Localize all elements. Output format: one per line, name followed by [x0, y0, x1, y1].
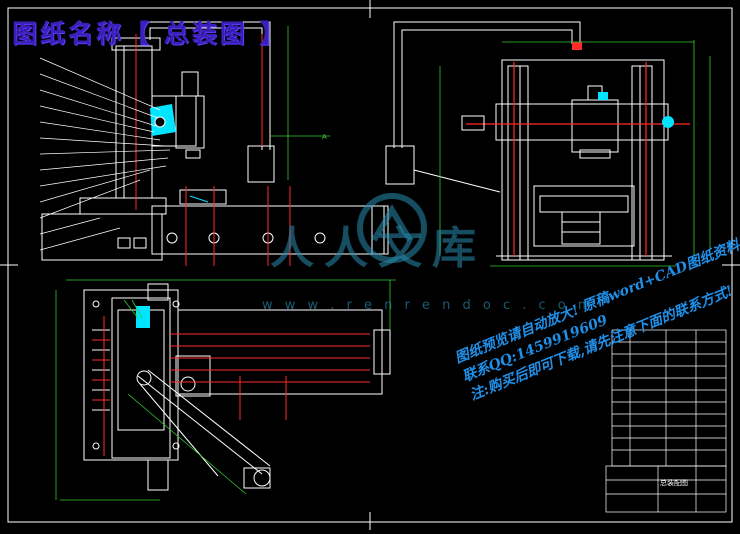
spindle-clamp-bolt [154, 116, 166, 128]
top-slide-hub [180, 376, 196, 392]
parts-table-frame [611, 329, 727, 467]
beam-end-right [662, 116, 674, 128]
watermark-ring [357, 193, 427, 263]
top-table-end [373, 329, 391, 375]
top-leader-2 [131, 299, 143, 319]
watermark-brand: 人人文库 [270, 223, 486, 274]
side-center-lines [466, 62, 690, 256]
arm-end-block [243, 467, 271, 489]
leader-5 [39, 121, 161, 141]
arm-edge-3 [139, 383, 219, 477]
table-bolt-4 [314, 232, 326, 244]
beam-end-left [461, 115, 485, 131]
side-table [533, 185, 635, 247]
title-block-label: 总装配图 [660, 479, 688, 487]
top-spindle-accent [136, 306, 150, 328]
top-column [111, 297, 171, 459]
top-handwheel-bottom [147, 459, 169, 491]
arm-pivot [136, 370, 152, 386]
cable-pipe-outer [141, 21, 271, 150]
front-dimensions [270, 26, 330, 180]
side-table-top [539, 195, 629, 213]
base-slot-2 [133, 237, 147, 249]
side-motor-accent [598, 92, 608, 100]
leader-11 [39, 179, 141, 219]
top-bolt-1 [92, 300, 100, 308]
base-slot-1 [117, 237, 131, 249]
leader-4 [39, 105, 155, 133]
watermark-logo [357, 193, 427, 263]
top-center-lines [92, 316, 370, 456]
side-fixture [561, 211, 601, 245]
top-dimensions [55, 279, 396, 501]
arm-dim [127, 393, 247, 495]
spindle-box [175, 95, 205, 149]
leader-8 [39, 157, 169, 171]
control-cable [413, 169, 501, 193]
side-spindle-head [571, 99, 619, 153]
cross-beam [495, 103, 669, 141]
watermark-glyph [371, 204, 413, 242]
column [115, 45, 153, 199]
leader-7 [39, 149, 171, 155]
table-clamp [179, 189, 227, 205]
leader-6 [39, 137, 167, 147]
clamp-accent [189, 195, 209, 203]
side-pipe-outer [393, 21, 581, 148]
leader-13 [39, 227, 121, 251]
left-leg-inner [519, 65, 529, 261]
side-pipe-connector [572, 42, 582, 50]
side-dimensions [439, 40, 711, 267]
top-slide [175, 355, 211, 397]
watermark-url: w w w . r e n r e n d o c . c o m [262, 298, 595, 313]
table-bolt-1 [166, 232, 178, 244]
arm-edge-1 [137, 375, 263, 475]
motor [181, 71, 199, 97]
top-view [83, 283, 391, 491]
side-pipe-inner [401, 29, 573, 148]
top-leader-1 [123, 299, 139, 319]
top-handwheel-top [147, 283, 169, 301]
title-block [605, 465, 727, 513]
drawing-title: 图纸名称【 总装图 】 [12, 19, 288, 48]
leader-3 [39, 89, 157, 127]
leader-9 [39, 165, 167, 187]
parts-table [605, 329, 727, 513]
base-block [41, 213, 163, 261]
control-box-left [247, 145, 275, 183]
leader-12 [39, 217, 101, 235]
control-box-right [385, 145, 415, 185]
right-leg-inner [631, 65, 641, 261]
leader-10 [39, 169, 151, 203]
spindle-tip [185, 149, 201, 159]
arm-end [253, 469, 271, 487]
gantry-frame [501, 59, 665, 261]
top-bolt-4 [172, 442, 180, 450]
arm-edge-2 [147, 369, 271, 467]
table-end [371, 205, 389, 255]
leader-lines-front [39, 57, 171, 251]
top-bolt-3 [172, 300, 180, 308]
leader-1 [39, 57, 161, 111]
front-center-lines [135, 34, 291, 266]
top-table [177, 309, 383, 395]
top-bolt-2 [92, 442, 100, 450]
label-a: A [322, 133, 327, 141]
leader-2 [39, 73, 159, 119]
side-spindle-tip [579, 149, 611, 159]
